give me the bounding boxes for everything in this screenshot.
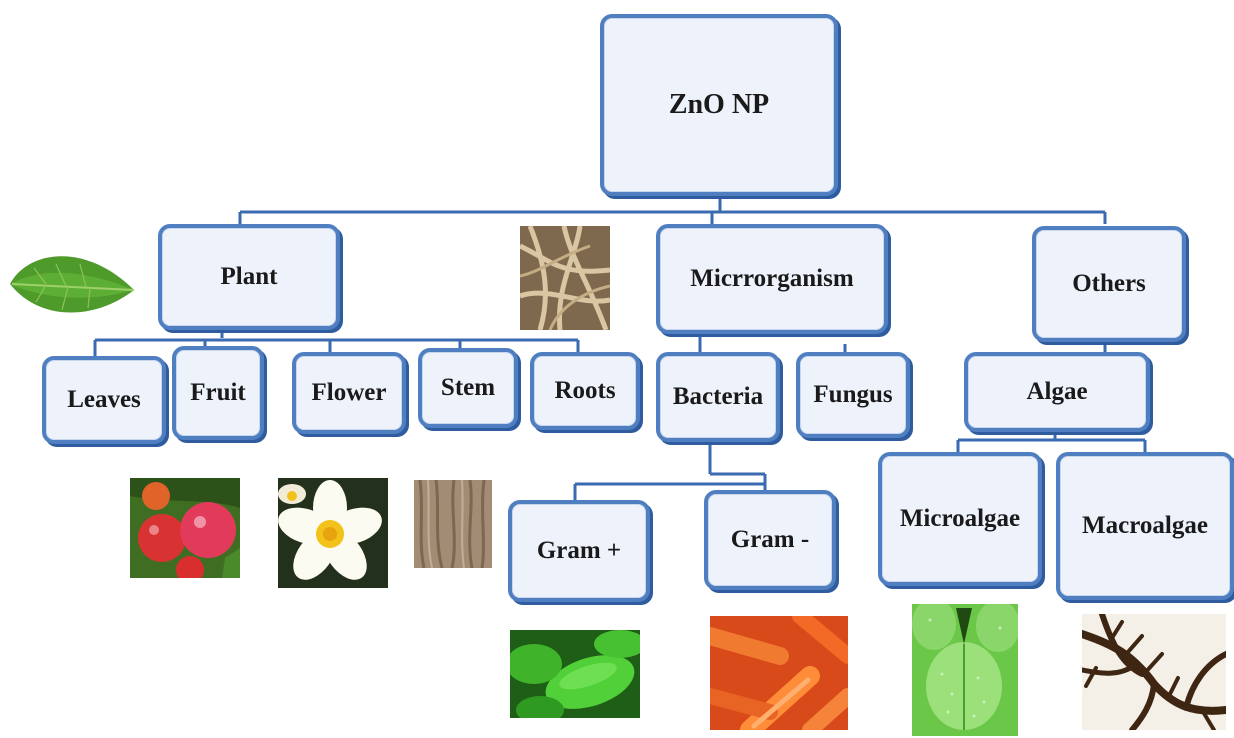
flower-photo [278,478,388,588]
microorganism-node: Micrrorganism [656,224,888,334]
gram-positive-node-label: Gram + [537,537,621,565]
roots-node-label: Roots [554,377,615,405]
leaf-photo [6,240,138,320]
algae-to-subtypes-connector [958,432,1145,452]
stem-node: Stem [418,348,518,428]
roots-node: Roots [530,352,640,430]
flower-node: Flower [292,352,406,434]
plant-node-label: Plant [221,263,278,291]
bark-photo [414,480,492,568]
leaves-node: Leaves [42,356,166,444]
root-node: ZnO NP [600,14,838,196]
microorganism-node-label: Micrrorganism [690,265,853,293]
gram-negative-bacteria-photo [710,616,848,730]
others-node: Others [1032,226,1186,342]
stem-node-label: Stem [441,374,495,402]
bacteria-node-label: Bacteria [673,383,763,411]
fruit-node-label: Fruit [190,379,246,407]
gram-negative-node: Gram - [704,490,836,590]
microalgae-node: Microalgae [878,452,1042,586]
root-node-label: ZnO NP [669,89,769,121]
fungus-node-label: Fungus [813,381,892,409]
others-node-label: Others [1072,270,1146,298]
roots-photo [520,226,610,330]
macroalgae-node-label: Macroalgae [1082,512,1208,540]
leaves-node-label: Leaves [67,386,141,414]
plant-node: Plant [158,224,340,330]
root-to-level1-connector [240,196,1105,224]
microalgae-node-label: Microalgae [900,505,1020,533]
gram-negative-node-label: Gram - [731,526,809,554]
gram-positive-node: Gram + [508,500,650,602]
fruit-photo [130,478,240,578]
fungus-node: Fungus [796,352,910,438]
flower-node-label: Flower [312,379,387,407]
microalgae-photo [912,604,1018,736]
gram-positive-bacteria-photo [510,630,640,718]
algae-node-label: Algae [1026,378,1087,406]
algae-node: Algae [964,352,1150,432]
fruit-node: Fruit [172,346,264,440]
microorganism-to-children-connector [700,334,845,352]
macroalgae-node: Macroalgae [1056,452,1234,600]
bacteria-node: Bacteria [656,352,780,442]
macroalgae-photo [1082,614,1226,730]
